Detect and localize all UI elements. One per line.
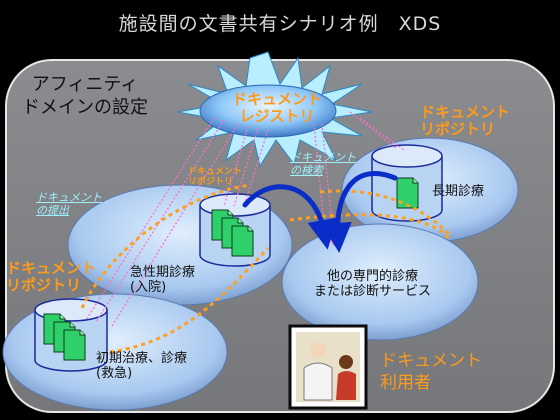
submission-flow (80, 183, 452, 354)
facility-acute-label: 急性期診療 (入院) (130, 265, 196, 295)
query-arrows (242, 171, 398, 253)
repository-label-left: ドキュメント リポジトリ (6, 259, 97, 295)
repository-label-right: ドキュメント リポジトリ (420, 103, 511, 139)
document-icon (231, 225, 254, 257)
registry-label: ドキュメント レジストリ (232, 90, 323, 126)
facility-long-term-label: 長期診療 (432, 184, 485, 199)
facility-initial-label: 初期治療、診療 (救急) (96, 351, 188, 381)
consumer-label: ドキュメント 利用者 (380, 351, 482, 394)
affinity-domain-label: アフィニティ ドメインの設定 (22, 74, 148, 118)
query-label: ドキュメント の検索 (290, 151, 356, 177)
facility-specialist-label: 他の専門的診療 または診断サービス (314, 269, 432, 299)
doctor-patient-photo (288, 324, 368, 410)
slide-title: 施設間の文書共有シナリオ例 XDS (118, 13, 442, 35)
facility-specialist (281, 223, 479, 341)
registry-links (85, 111, 405, 327)
submit-label: ドキュメント の提出 (36, 191, 102, 217)
repository-label-small: ドキュメント リポジトリ (188, 167, 243, 188)
document-icon (63, 329, 86, 361)
registry-ellipse (199, 84, 337, 138)
